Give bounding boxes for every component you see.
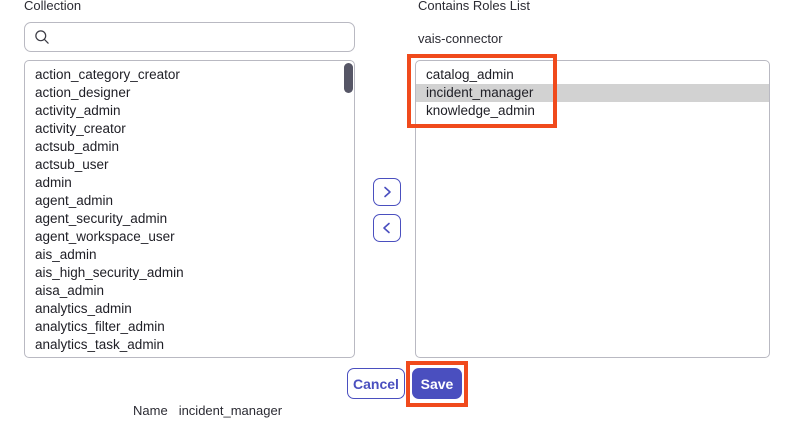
name-value: incident_manager bbox=[178, 403, 283, 418]
collection-list-item[interactable]: actsub_user bbox=[35, 157, 109, 172]
name-row: Name incident_manager bbox=[133, 403, 282, 418]
save-button[interactable]: Save bbox=[412, 368, 462, 399]
collection-list-item[interactable]: action_designer bbox=[35, 85, 131, 100]
collection-list-item[interactable]: agent_workspace_user bbox=[35, 229, 175, 244]
chevron-left-icon bbox=[383, 222, 390, 234]
collection-list-item[interactable]: analytics_filter_admin bbox=[35, 319, 165, 334]
collection-scrollbar-thumb[interactable] bbox=[344, 63, 353, 93]
contains-roles-list-item[interactable]: incident_manager bbox=[416, 84, 769, 102]
collection-list-item[interactable]: actsub_admin bbox=[35, 139, 120, 154]
collection-list-item[interactable]: activity_admin bbox=[35, 103, 121, 118]
collection-list-item[interactable]: analytics_viewer bbox=[25, 354, 354, 357]
contains-roles-list-item[interactable]: knowledge_admin bbox=[426, 103, 535, 118]
add-role-button[interactable] bbox=[373, 178, 401, 206]
name-label: Name bbox=[133, 403, 168, 418]
contains-roles-list-item[interactable]: catalog_admin bbox=[426, 67, 514, 82]
collection-list-item[interactable]: admin bbox=[35, 175, 72, 190]
collection-list-item[interactable]: aisa_admin bbox=[35, 283, 105, 298]
contains-roles-list-label: Contains Roles List bbox=[418, 0, 530, 13]
collection-list-item[interactable]: analytics_admin bbox=[35, 301, 132, 316]
collection-label: Collection bbox=[24, 0, 82, 13]
collection-list-item[interactable]: ais_high_security_admin bbox=[35, 265, 184, 280]
collection-list-item[interactable]: activity_creator bbox=[35, 121, 126, 136]
chevron-right-icon bbox=[384, 186, 391, 198]
role-name-sublabel: vais-connector bbox=[418, 31, 503, 46]
collection-search[interactable] bbox=[24, 22, 355, 52]
collection-search-input[interactable] bbox=[57, 29, 346, 45]
collection-list-item[interactable]: agent_security_admin bbox=[35, 211, 168, 226]
remove-role-button[interactable] bbox=[373, 214, 401, 242]
collection-list-item[interactable]: analytics_task_admin bbox=[35, 337, 165, 352]
search-icon bbox=[35, 30, 49, 44]
collection-list-item[interactable]: ais_admin bbox=[35, 247, 97, 262]
collection-list-item[interactable]: agent_admin bbox=[35, 193, 114, 208]
cancel-button[interactable]: Cancel bbox=[347, 368, 405, 399]
collection-list-item[interactable]: action_category_creator bbox=[35, 67, 180, 82]
